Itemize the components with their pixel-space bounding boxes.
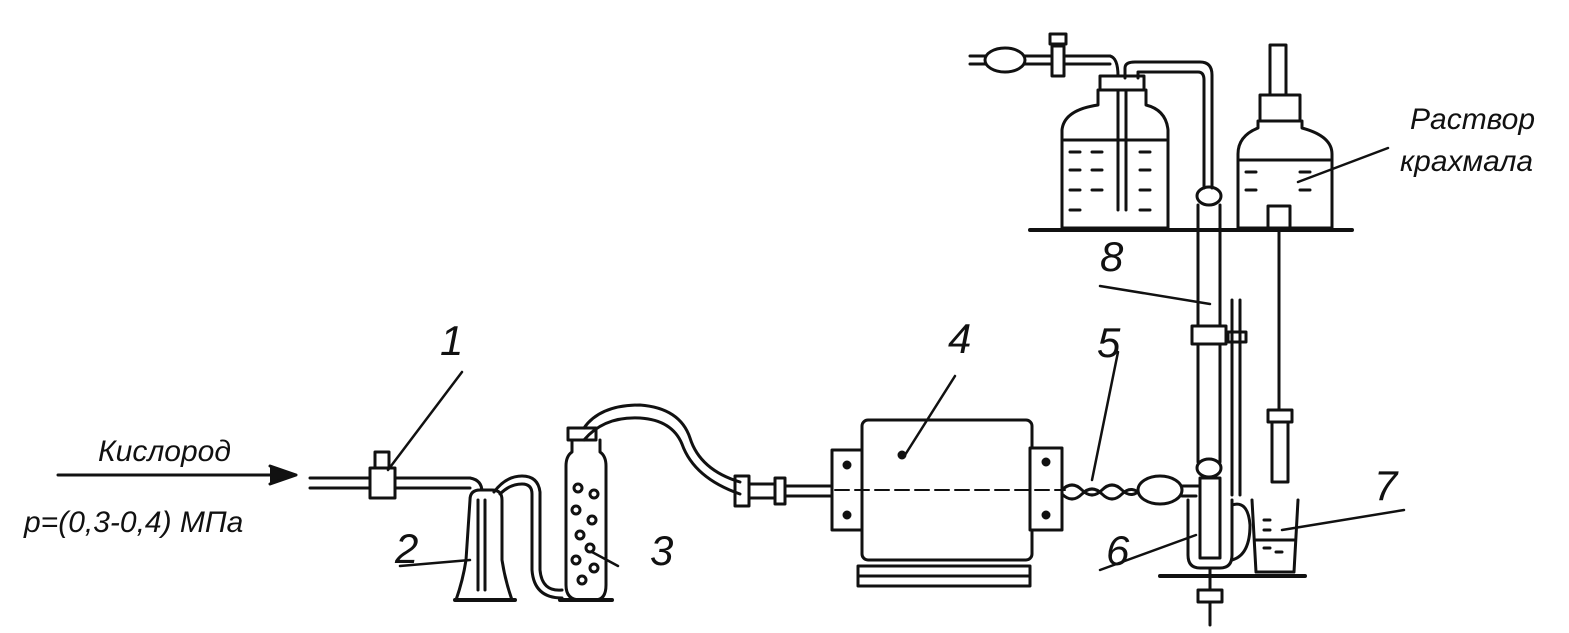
hose-3-4 xyxy=(582,403,742,496)
absorber-6 xyxy=(1158,476,1307,627)
tube-2-3 xyxy=(492,474,564,600)
label-8: 8 xyxy=(1100,233,1124,280)
oxygen-arrow xyxy=(56,464,298,486)
label-6: 6 xyxy=(1106,527,1130,574)
label-5: 5 xyxy=(1097,319,1121,366)
beaker-7 xyxy=(1250,498,1300,574)
furnace-4 xyxy=(830,418,1066,588)
column-3 xyxy=(558,426,614,602)
outlet-tube-5 xyxy=(1060,474,1202,506)
reagent-bottle xyxy=(1060,74,1170,230)
burette-feed-pipe xyxy=(1123,60,1214,190)
washer-2 xyxy=(453,488,517,602)
furnace-inlet-connector xyxy=(733,474,837,508)
starch-label-line1: Раствор xyxy=(1410,103,1536,136)
label-3: 3 xyxy=(650,527,674,574)
label-2: 2 xyxy=(395,525,419,572)
leader-lines xyxy=(386,146,1406,572)
label-4: 4 xyxy=(948,315,972,362)
label-7: 7 xyxy=(1374,462,1398,509)
label-1: 1 xyxy=(440,317,464,364)
thermometer-rod xyxy=(1226,298,1248,497)
starch-label-line2: крахмала xyxy=(1400,145,1534,178)
inlet-pipe xyxy=(308,476,372,490)
oxygen-label: Кислород xyxy=(98,435,231,468)
burette-8 xyxy=(1190,185,1228,479)
valve-1 xyxy=(368,450,472,500)
aspirator-bulb xyxy=(968,32,1120,78)
starch-bottle xyxy=(1236,43,1334,484)
pressure-label: p=(0,3-0,4) МПа xyxy=(24,506,244,539)
